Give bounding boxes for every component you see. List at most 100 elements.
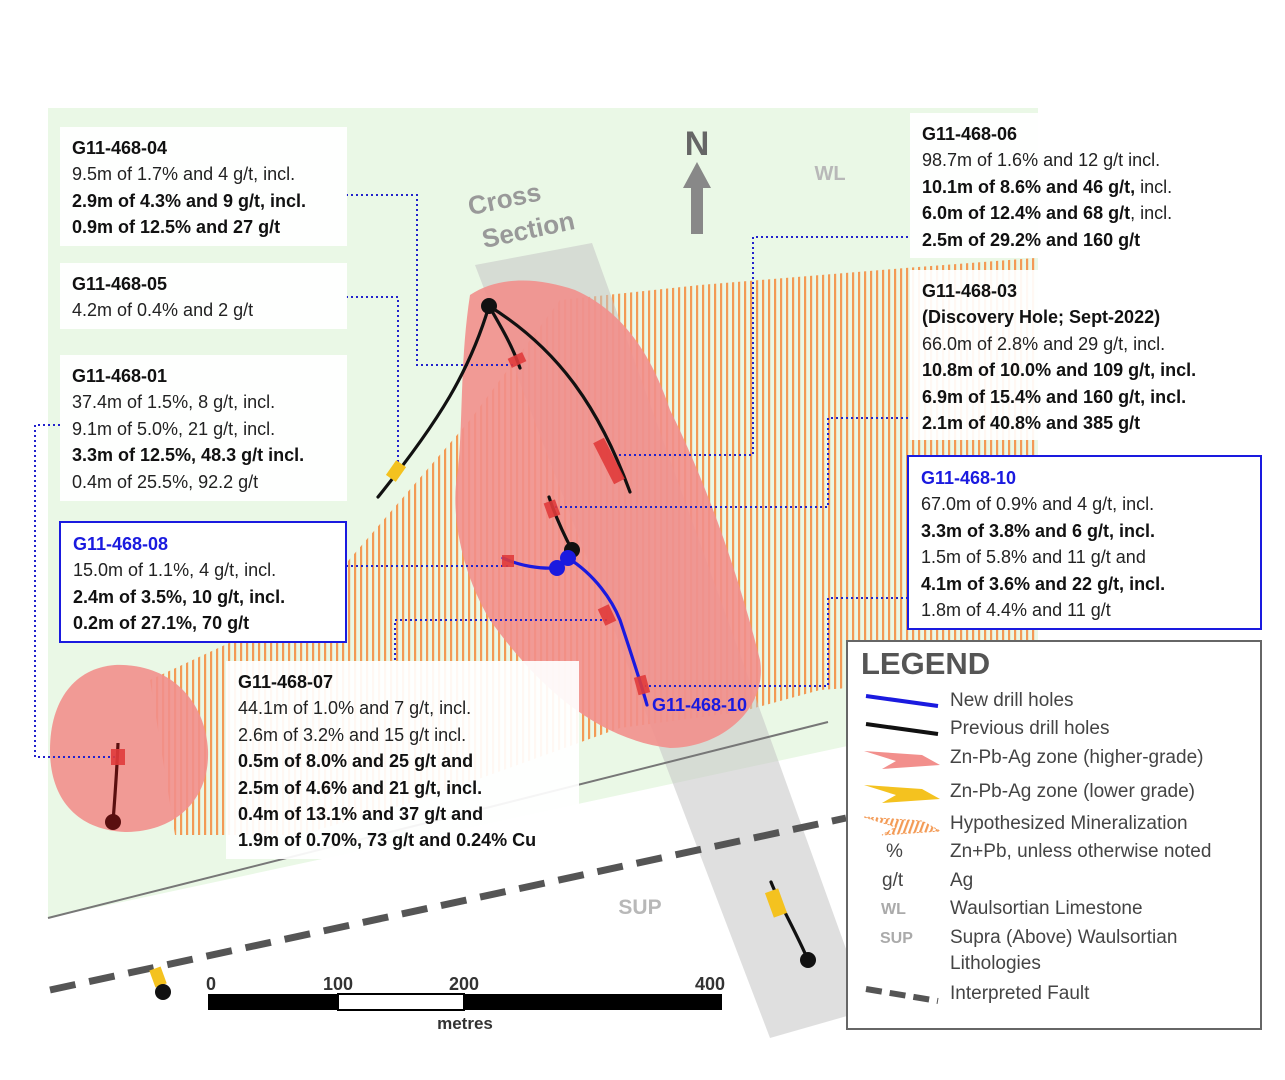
intercept-line: 2.1m of 40.8% and 385 g/t bbox=[922, 413, 1141, 434]
intercept-03 bbox=[543, 499, 561, 519]
intercept-line: 10.1m of 8.6% and 46 g/t, incl. bbox=[922, 174, 1205, 200]
intercept-line: 6.9m of 15.4% and 160 g/t, incl. bbox=[922, 386, 1187, 407]
intercept-line: 3.3m of 12.5%, 48.3 g/t incl. bbox=[72, 445, 305, 466]
legend-item-wl: WL Waulsortian Limestone bbox=[848, 898, 1258, 924]
drill-hole-sup bbox=[769, 880, 810, 962]
hole-title: G11-468-03 bbox=[922, 281, 1018, 301]
collar-main bbox=[481, 298, 497, 314]
intercept-line: 2.5m of 4.6% and 21 g/t, incl. bbox=[238, 777, 483, 798]
intercept-line: 9.5m of 1.7% and 4 g/t, incl. bbox=[72, 164, 296, 185]
intercept-line: 0.9m of 12.5% and 27 g/t bbox=[72, 217, 281, 238]
legend-item-new-holes: New drill holes bbox=[848, 690, 1258, 716]
annotation-g11-468-01: G11-468-01 37.4m of 1.5%, 8 g/t, incl. 9… bbox=[60, 355, 347, 501]
legend-label: Ag bbox=[950, 870, 974, 891]
legend-label: Interpreted Fault bbox=[950, 983, 1090, 1004]
intercept-line: 98.7m of 1.6% and 12 g/t incl. bbox=[922, 150, 1161, 171]
legend-label: Supra (Above) Waulsortian bbox=[950, 927, 1178, 948]
leader-03 bbox=[555, 417, 908, 508]
intercept-10a bbox=[597, 604, 617, 626]
intercept-line: 4.1m of 3.6% and 22 g/t, incl. bbox=[921, 573, 1166, 594]
annotation-g11-468-06: G11-468-06 98.7m of 1.6% and 12 g/t incl… bbox=[910, 113, 1215, 258]
scale-tick-0: 0 bbox=[206, 974, 216, 994]
annotation-g11-468-05: G11-468-05 4.2m of 0.4% and 2 g/t bbox=[60, 263, 347, 329]
fault-line-icon bbox=[865, 986, 939, 1004]
intercept-line: 9.1m of 5.0%, 21 g/t, incl. bbox=[72, 418, 276, 439]
legend-label: Zn+Pb, unless otherwise noted bbox=[950, 841, 1212, 862]
intercept-07 bbox=[111, 749, 125, 765]
scale-unit: metres bbox=[437, 1014, 493, 1033]
hole-label-10: G11-468-10 bbox=[652, 695, 747, 715]
legend-label: Lithologies bbox=[950, 953, 1041, 974]
legend-item-high-grade: Zn-Pb-Ag zone (higher-grade) bbox=[848, 747, 1258, 773]
north-arrow-icon bbox=[683, 162, 711, 234]
intercept-line: 0.5m of 8.0% and 25 g/t and bbox=[238, 751, 474, 772]
leader-01 bbox=[34, 424, 118, 758]
intercept-line: 67.0m of 0.9% and 4 g/t, incl. bbox=[921, 494, 1155, 515]
legend-item-low-grade: Zn-Pb-Ag zone (lower grade) bbox=[848, 781, 1258, 807]
leader-07 bbox=[394, 619, 608, 660]
legend-item-hypothesized: Hypothesized Mineralization bbox=[848, 813, 1258, 839]
intercept-line: 37.4m of 1.5%, 8 g/t, incl. bbox=[72, 392, 276, 413]
intercept-line: 2.5m of 29.2% and 160 g/t bbox=[922, 229, 1141, 250]
legend-label: Zn-Pb-Ag zone (lower grade) bbox=[950, 781, 1195, 802]
intercept-line: 10.8m of 10.0% and 109 g/t, incl. bbox=[922, 360, 1197, 381]
north-label: N bbox=[685, 125, 710, 163]
legend-label: Zn-Pb-Ag zone (higher-grade) bbox=[950, 747, 1204, 768]
high-grade-swatch-icon bbox=[864, 751, 940, 769]
legend-item-percent: % Zn+Pb, unless otherwise noted bbox=[848, 841, 1258, 867]
annotation-g11-468-10: G11-468-10 67.0m of 0.9% and 4 g/t, incl… bbox=[907, 455, 1262, 630]
intercept-bold: 10.1m of 8.6% and 46 g/t, bbox=[922, 176, 1136, 197]
collar-10 bbox=[560, 550, 576, 566]
collar-sw bbox=[155, 984, 171, 1000]
hole-title: G11-468-01 bbox=[72, 366, 168, 386]
legend-symbol: SUP bbox=[880, 930, 913, 947]
intercept-bold: 6.0m of 12.4% and 68 g/t bbox=[922, 203, 1131, 224]
legend-item-previous-holes: Previous drill holes bbox=[848, 718, 1258, 744]
wl-map-label: WL bbox=[814, 163, 845, 185]
collar-07 bbox=[105, 814, 121, 830]
intercept-04 bbox=[507, 352, 527, 368]
legend-symbol: WL bbox=[881, 901, 906, 918]
hole-title: G11-468-07 bbox=[238, 672, 334, 692]
intercept-line: 66.0m of 2.8% and 29 g/t, incl. bbox=[922, 333, 1166, 354]
hole-title: G11-468-05 bbox=[72, 274, 168, 294]
legend: LEGEND New drill holes Previous drill ho… bbox=[846, 640, 1262, 1030]
legend-label: New drill holes bbox=[950, 690, 1074, 711]
intercept-line: 44.1m of 1.0% and 7 g/t, incl. bbox=[238, 698, 472, 719]
intercept-line: 3.3m of 3.8% and 6 g/t, incl. bbox=[921, 520, 1156, 541]
intercept-08 bbox=[502, 555, 514, 567]
scale-bar: 0 100 200 400 metres bbox=[206, 974, 725, 1033]
intercept-line: 2.4m of 3.5%, 10 g/t, incl. bbox=[73, 586, 286, 607]
annotation-g11-468-08: G11-468-08 15.0m of 1.1%, 4 g/t, incl. 2… bbox=[59, 521, 347, 643]
intercept-06 bbox=[593, 437, 625, 485]
intercept-line: 1.8m of 4.4% and 11 g/t bbox=[921, 600, 1111, 621]
hole-title: G11-468-08 bbox=[73, 534, 169, 554]
discovery-note: (Discovery Hole; Sept-2022) bbox=[922, 307, 1161, 328]
intercept-line: 0.4m of 25.5%, 92.2 g/t bbox=[72, 471, 259, 492]
intercept-suffix: incl. bbox=[1135, 176, 1173, 197]
hole-title: G11-468-04 bbox=[72, 138, 168, 158]
legend-title: LEGEND bbox=[861, 646, 991, 681]
intercept-line: 4.2m of 0.4% and 2 g/t bbox=[72, 300, 254, 321]
intercept-line: 1.5m of 5.8% and 11 g/t and bbox=[921, 547, 1146, 568]
low-grade-01 bbox=[385, 460, 407, 482]
high-grade-zone-main bbox=[455, 280, 761, 748]
low-grade-sup bbox=[764, 888, 788, 918]
scale-tick-100: 100 bbox=[323, 974, 353, 994]
legend-symbol: g/t bbox=[882, 870, 904, 891]
intercept-10b bbox=[633, 674, 651, 696]
new-drill-hole-line-icon bbox=[865, 694, 939, 708]
intercept-suffix: , incl. bbox=[1130, 203, 1173, 224]
legend-label: Previous drill holes bbox=[950, 718, 1110, 739]
legend-label: Waulsortian Limestone bbox=[950, 898, 1143, 919]
intercept-line: 15.0m of 1.1%, 4 g/t, incl. bbox=[73, 560, 277, 581]
intercept-line: 0.4m of 13.1% and 37 g/t and bbox=[238, 804, 484, 825]
intercept-line: 1.9m of 0.70%, 73 g/t and 0.24% Cu bbox=[238, 830, 537, 851]
hole-title: G11-468-10 bbox=[921, 468, 1017, 488]
low-grade-swatch-icon bbox=[864, 785, 940, 803]
high-grade-zone-west bbox=[50, 664, 209, 832]
sup-map-label: SUP bbox=[618, 896, 661, 919]
legend-item-sup-cont: Lithologies bbox=[848, 953, 1258, 979]
drill-hole-06 bbox=[487, 304, 632, 494]
legend-symbol: % bbox=[886, 841, 903, 862]
